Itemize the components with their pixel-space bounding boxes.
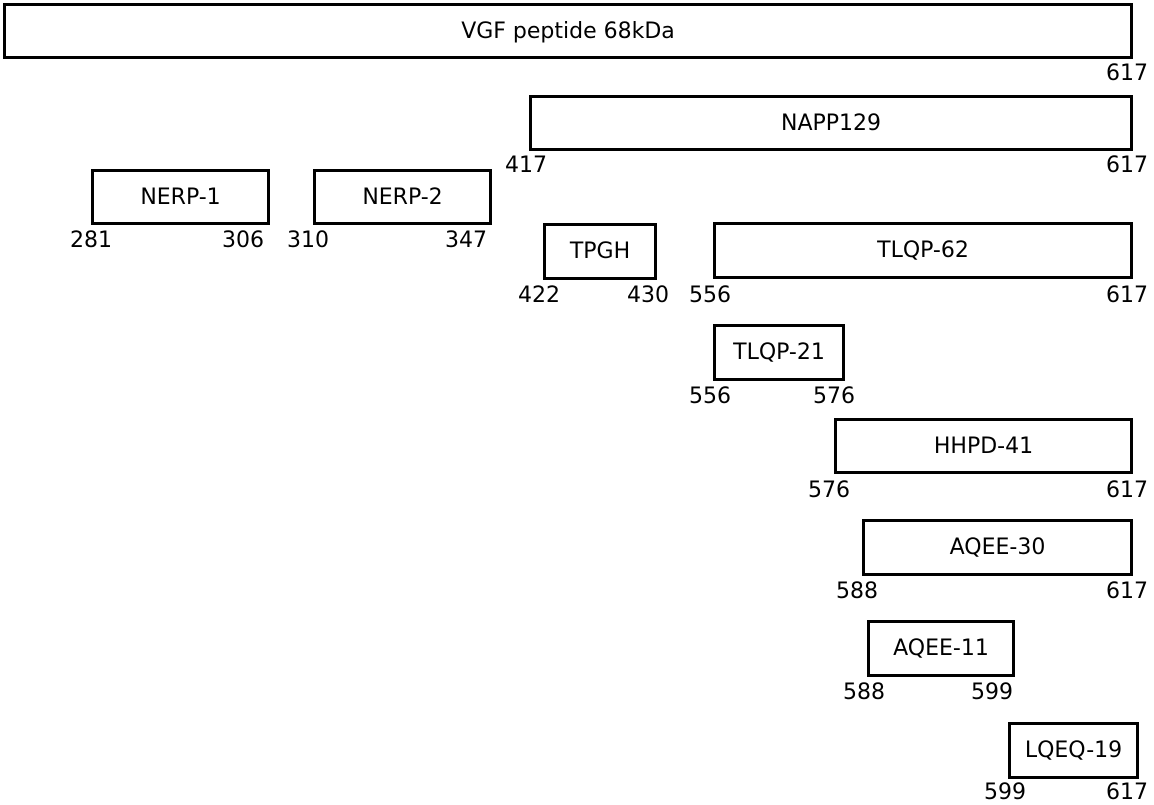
start-position-lqeq-19: 599 xyxy=(984,780,1026,805)
peptide-label-nerp-2: NERP-2 xyxy=(362,184,443,210)
peptide-box-tlqp-62: TLQP-62 xyxy=(713,222,1133,279)
end-position-aqee-30: 617 xyxy=(1106,579,1148,604)
peptide-label-vgf: VGF peptide 68kDa xyxy=(461,18,675,44)
peptide-label-tlqp-21: TLQP-21 xyxy=(733,340,825,365)
peptide-box-nerp-2: NERP-2 xyxy=(313,169,492,225)
end-position-tlqp-21: 576 xyxy=(813,384,855,409)
start-position-nerp-2: 310 xyxy=(287,228,329,253)
start-position-aqee-11: 588 xyxy=(843,680,885,705)
start-position-nerp-1: 281 xyxy=(70,228,112,253)
start-position-napp129: 417 xyxy=(505,153,547,178)
start-position-aqee-30: 588 xyxy=(836,579,878,604)
end-position-vgf: 617 xyxy=(1106,61,1148,86)
peptide-box-lqeq-19: LQEQ-19 xyxy=(1008,722,1139,779)
peptide-box-aqee-30: AQEE-30 xyxy=(862,519,1133,576)
end-position-tlqp-62: 617 xyxy=(1106,283,1148,308)
peptide-box-tpgh: TPGH xyxy=(543,223,657,280)
peptide-label-lqeq-19: LQEQ-19 xyxy=(1024,738,1123,763)
peptide-box-hhpd-41: HHPD-41 xyxy=(834,418,1133,474)
end-position-lqeq-19: 617 xyxy=(1106,780,1148,805)
peptide-label-aqee-30: AQEE-30 xyxy=(949,535,1046,560)
end-position-napp129: 617 xyxy=(1106,153,1148,178)
peptide-label-tpgh: TPGH xyxy=(569,239,631,264)
peptide-label-aqee-11: AQEE-11 xyxy=(893,636,989,661)
start-position-tlqp-62: 556 xyxy=(689,283,731,308)
peptide-label-tlqp-62: TLQP-62 xyxy=(877,238,969,263)
peptide-box-aqee-11: AQEE-11 xyxy=(867,620,1015,677)
start-position-tpgh: 422 xyxy=(518,283,560,308)
peptide-box-nerp-1: NERP-1 xyxy=(91,169,270,225)
peptide-label-hhpd-41: HHPD-41 xyxy=(933,433,1034,459)
peptide-box-tlqp-21: TLQP-21 xyxy=(713,324,845,381)
end-position-hhpd-41: 617 xyxy=(1106,478,1148,503)
end-position-nerp-1: 306 xyxy=(222,228,264,253)
peptide-label-napp129: NAPP129 xyxy=(780,110,882,136)
end-position-tpgh: 430 xyxy=(627,283,669,308)
start-position-tlqp-21: 556 xyxy=(689,384,731,409)
start-position-hhpd-41: 576 xyxy=(808,478,850,503)
end-position-aqee-11: 599 xyxy=(971,680,1013,705)
peptide-label-nerp-1: NERP-1 xyxy=(140,184,221,210)
end-position-nerp-2: 347 xyxy=(445,228,487,253)
peptide-box-napp129: NAPP129 xyxy=(529,95,1133,151)
peptide-box-vgf: VGF peptide 68kDa xyxy=(3,3,1133,59)
